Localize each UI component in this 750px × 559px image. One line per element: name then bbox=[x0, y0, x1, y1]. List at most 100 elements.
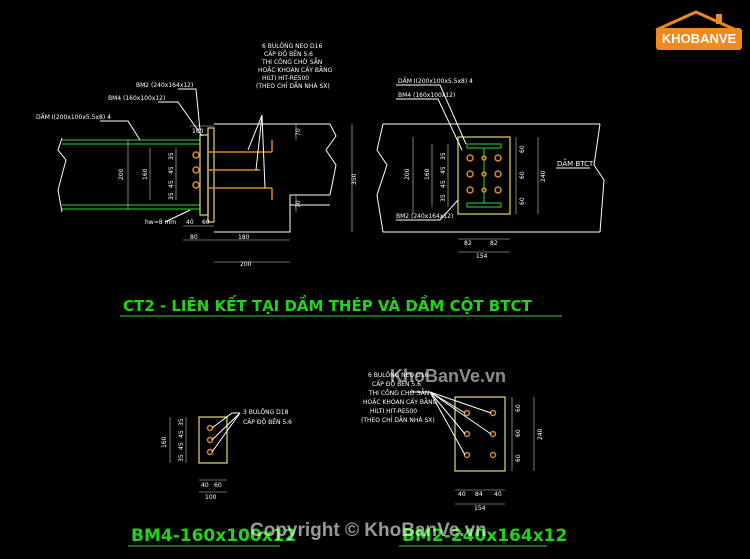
watermark-bottom: Copyright © KhoBanVe.vn bbox=[250, 520, 487, 541]
dim-45a: 45 bbox=[168, 166, 175, 174]
bm2-plate bbox=[454, 396, 506, 472]
bolt bbox=[466, 154, 474, 162]
bolt bbox=[494, 186, 502, 194]
dim-40: 40 bbox=[201, 482, 209, 489]
base-plate-bm2 bbox=[207, 127, 215, 223]
bolt bbox=[489, 430, 497, 438]
leader-beam-r bbox=[396, 84, 467, 145]
label-bm2: BM2 (240x164x12) bbox=[136, 82, 193, 89]
label-bm4: BM4 (160x100x12) bbox=[108, 95, 165, 102]
dim-350: 350 bbox=[351, 173, 358, 185]
bolt bbox=[192, 166, 200, 174]
note-bolt-5: HILTI HIT-RE500 bbox=[262, 75, 309, 82]
dim-240: 240 bbox=[537, 428, 544, 440]
note-bm2-6: (THEO CHỈ DẪN NHÀ SX) bbox=[361, 416, 435, 424]
bolt bbox=[489, 451, 497, 459]
leader-bm2-bolts bbox=[429, 391, 466, 435]
dim-35b: 35 bbox=[440, 194, 447, 202]
dim-35b: 35 bbox=[178, 454, 185, 462]
dim-45b: 45 bbox=[178, 442, 185, 450]
bolt-group bbox=[192, 140, 273, 200]
dim-160: 160 bbox=[424, 168, 431, 180]
dim-60: 60 bbox=[214, 482, 222, 489]
dim-180: 180 bbox=[238, 234, 250, 241]
leader-beam bbox=[100, 120, 141, 141]
note-bolt-4: HOẶC KHOAN CẤY BẰNG bbox=[258, 66, 333, 74]
bolt bbox=[481, 155, 487, 161]
bolt bbox=[206, 448, 214, 456]
bolt bbox=[463, 409, 471, 417]
dim-60c: 60 bbox=[515, 454, 522, 462]
dim-154: 154 bbox=[476, 253, 488, 260]
house-icon bbox=[655, 10, 737, 32]
bm4-plate-detail: 3 BULÔNG D18 CẤP ĐỘ BỀN 5.6 160 35 45 45… bbox=[128, 409, 296, 547]
dim-154: 154 bbox=[474, 505, 486, 512]
concrete-beam-outline bbox=[214, 123, 337, 233]
leader-bolt bbox=[247, 114, 263, 151]
dim-100: 100 bbox=[192, 128, 204, 135]
dim-35b: 35 bbox=[168, 192, 175, 200]
note-bm2-3: THI CÔNG CHỜ SẴN bbox=[368, 389, 429, 397]
watermark-center: KhoBanVe.vn bbox=[390, 366, 507, 386]
note-bm2-1: 6 BULÔNG NEO D16 bbox=[368, 372, 428, 379]
dim-60b: 60 bbox=[515, 429, 522, 437]
leader-bm2-bolts bbox=[429, 391, 492, 414]
break-left bbox=[376, 123, 388, 233]
leader-bolt bbox=[255, 114, 263, 171]
dim-40a: 40 bbox=[458, 491, 466, 498]
dim-240: 240 bbox=[540, 170, 547, 182]
bolt bbox=[192, 151, 200, 159]
bolt bbox=[192, 181, 200, 189]
bolt bbox=[481, 171, 487, 177]
leader-bm4-bolts bbox=[211, 412, 240, 429]
bolt bbox=[463, 451, 471, 459]
dim-82a: 82 bbox=[464, 240, 472, 247]
note-bm4-1: 3 BULÔNG D18 bbox=[243, 409, 289, 416]
end-plate-bm4 bbox=[199, 134, 209, 216]
dim-60a: 60 bbox=[519, 145, 526, 153]
bolt bbox=[481, 187, 487, 193]
note-bm4-2: CẤP ĐỘ BỀN 5.6 bbox=[243, 418, 292, 426]
dim-35a: 35 bbox=[178, 418, 185, 426]
brand-name: KHOBANVE bbox=[656, 28, 742, 50]
note-bm2-2: CẤP ĐỘ BỀN 5.6 bbox=[372, 380, 421, 388]
note-bolt-2: CẤP ĐỘ BỀN 5.6 bbox=[264, 50, 313, 58]
bm4-plate bbox=[198, 416, 228, 464]
dim-40: 40 bbox=[186, 219, 194, 226]
bolt bbox=[206, 436, 214, 444]
leader-bm2 bbox=[178, 88, 201, 131]
beam-flange-top bbox=[466, 143, 502, 149]
dim-60c: 60 bbox=[519, 197, 526, 205]
note-bm2-5: HILTI HIT-RE500 bbox=[370, 408, 417, 415]
leader-bm4-bolts bbox=[211, 412, 241, 453]
dim-45b: 45 bbox=[440, 180, 447, 188]
dim-160: 160 bbox=[142, 168, 149, 180]
main-title: CT2 - LIÊN KẾT TẠI DẦM THÉP VÀ DẦM CỘT B… bbox=[123, 294, 532, 315]
dim-60a: 60 bbox=[515, 404, 522, 412]
bolt bbox=[466, 186, 474, 194]
left-section-detail: 6 BULÔNG NEO D16 CẤP ĐỘ BỀN 5.6 THI CÔNG… bbox=[36, 43, 358, 268]
label-weld: hw=8 mm bbox=[145, 219, 176, 226]
beam-flange-bottom bbox=[466, 202, 502, 208]
dim-60b: 60 bbox=[519, 171, 526, 179]
bolt bbox=[463, 430, 471, 438]
bm2-plate-detail: 6 BULÔNG NEO D16 CẤP ĐỘ BỀN 5.6 THI CÔNG… bbox=[361, 372, 567, 547]
dim-60: 60 bbox=[202, 219, 210, 226]
leader-weld bbox=[164, 209, 191, 223]
concrete-beam-edges bbox=[383, 123, 600, 233]
bolt bbox=[494, 154, 502, 162]
bm4-title: BM4-160x100x12 bbox=[131, 526, 296, 546]
note-bolt-3: THI CÔNG CHỜ SẴN bbox=[261, 58, 322, 66]
dim-70a: 70 bbox=[295, 128, 302, 136]
right-elevation-detail: DẦM I(200x100x5.5x8) 4 BM4 (160x100x12) … bbox=[376, 77, 605, 260]
bolt bbox=[494, 170, 502, 178]
label-bm4-r: BM4 (160x100x12) bbox=[398, 92, 455, 99]
dim-35a: 35 bbox=[168, 152, 175, 160]
dim-200: 200 bbox=[240, 261, 252, 268]
dim-80: 80 bbox=[190, 234, 198, 241]
dim-45a: 45 bbox=[178, 430, 185, 438]
label-bm2-r: BM2 (240x164x12) bbox=[396, 213, 453, 220]
leader-bm2-bolts bbox=[429, 391, 466, 456]
break-right bbox=[593, 123, 605, 233]
